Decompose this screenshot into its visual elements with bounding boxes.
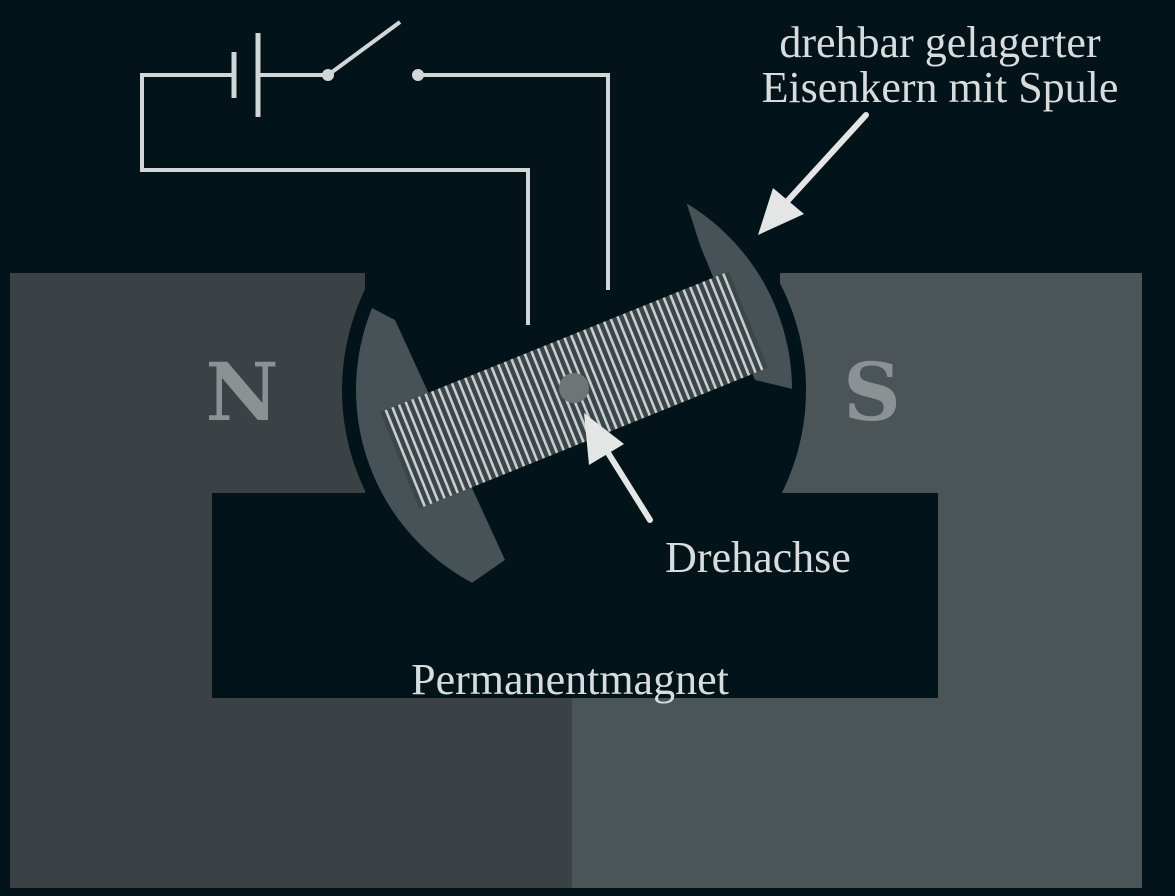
wire-left — [140, 73, 530, 325]
coil-turn — [437, 388, 479, 486]
coil-turn — [483, 369, 526, 467]
coil-turn — [702, 281, 744, 379]
coil-turn — [682, 289, 724, 387]
coil-turn — [503, 361, 546, 459]
coil-turn — [675, 291, 718, 390]
rotor-label-line1: drehbar gelagerter — [779, 18, 1101, 67]
north-pole-label: N — [205, 345, 278, 439]
coil-turn — [457, 380, 499, 478]
coil-turn — [516, 356, 559, 454]
coil-turn — [463, 377, 506, 475]
battery-icon — [231, 33, 261, 117]
coil-turn — [662, 297, 704, 395]
coil-turn — [523, 353, 565, 451]
coil-turn — [616, 315, 658, 414]
coil-turn — [576, 331, 618, 430]
coil-turn — [669, 294, 711, 392]
south-pole-half — [572, 273, 1142, 888]
magnet-label: Permanentmagnet — [411, 655, 729, 704]
coil-turn — [622, 313, 665, 411]
coil-turn — [411, 398, 453, 497]
coil-turn — [530, 350, 572, 449]
coil-turn — [444, 385, 486, 483]
coil-turn — [397, 404, 440, 502]
switch-icon — [322, 20, 424, 81]
south-pole-label: S — [843, 345, 901, 439]
coil-turn — [384, 409, 426, 507]
coil-turn — [688, 286, 731, 384]
coil-turn — [490, 366, 532, 465]
coil-turn — [477, 372, 519, 470]
coil-turn — [470, 374, 512, 473]
coil-turn — [722, 273, 764, 371]
arrow-pointer-rotor-icon — [758, 112, 869, 235]
coil-turn — [569, 334, 612, 433]
axis-label: Drehachse — [665, 533, 851, 582]
coil-turn — [596, 323, 638, 422]
coil-turn — [609, 318, 651, 416]
coil-turn — [391, 406, 433, 505]
north-pole-half — [10, 273, 572, 888]
coil-turn — [497, 364, 539, 462]
coil-windings — [384, 273, 764, 507]
coil-turn — [655, 299, 698, 398]
coil-turn — [636, 307, 678, 406]
left-pole-shoe — [356, 250, 505, 608]
coil-turn — [450, 382, 493, 481]
coil-turn — [629, 310, 671, 408]
rotor-label-line2: Eisenkern mit Spule — [762, 63, 1119, 112]
coil-turn — [510, 358, 552, 457]
coil-turn — [583, 329, 625, 427]
coil-turn — [424, 393, 466, 491]
coil-turn — [536, 347, 579, 446]
coil-turn — [642, 305, 685, 403]
coil-turn — [430, 390, 473, 489]
coil-turn — [602, 321, 645, 419]
coil-turn — [695, 283, 737, 382]
coil-turn — [649, 302, 691, 400]
axis-dot — [559, 373, 589, 403]
coil-turn — [404, 401, 446, 499]
coil-turn — [708, 278, 751, 376]
coil-turn — [417, 396, 460, 494]
wire-right — [418, 73, 610, 290]
arrow-pointer-axis-icon — [584, 413, 653, 523]
coil-turn — [589, 326, 632, 424]
coil-turn — [715, 275, 757, 374]
